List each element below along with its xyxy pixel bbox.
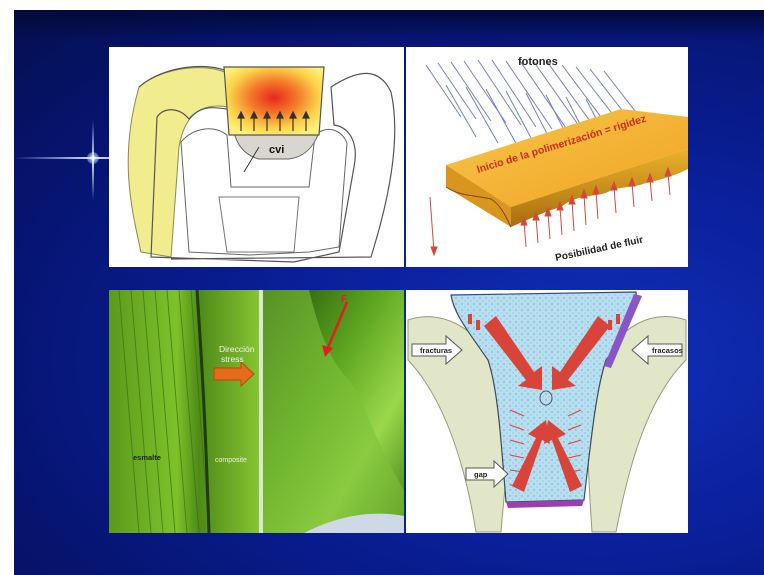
- tooth-diagram-panel: cvi: [109, 47, 404, 267]
- flow-label: Posibilidad de fluir: [554, 235, 644, 264]
- direction-label: Dirección: [219, 344, 255, 354]
- fracasos-label: fracasos: [652, 346, 683, 355]
- stress-diagram-panel: fracturas fracasos gap: [406, 290, 688, 533]
- gap-label: gap: [474, 470, 488, 479]
- composite-label: composite: [215, 457, 247, 464]
- sparkle-center: [87, 152, 99, 164]
- fracturas-label: fracturas: [420, 346, 452, 355]
- slide-background: cvi: [14, 10, 764, 575]
- top-shadow-band: [14, 10, 764, 40]
- micrograph-images: F Dirección stress esmalte composite: [109, 290, 404, 533]
- cvi-label: cvi: [269, 144, 284, 156]
- composite-restoration: [224, 67, 324, 135]
- photons-diagram-panel: fotones Inicio de la polimerización = ri…: [406, 47, 688, 267]
- fracture-label: F: [341, 294, 347, 305]
- micrograph-divider: [259, 290, 263, 533]
- stress-diagram: fracturas fracasos gap: [406, 290, 688, 533]
- tooth-diagram: cvi: [109, 47, 404, 267]
- enamel-left: [128, 68, 229, 257]
- photons-label: fotones: [518, 56, 558, 68]
- micrograph-panel: F Dirección stress esmalte composite: [109, 290, 404, 533]
- photons-diagram: fotones Inicio de la polimerización = ri…: [406, 47, 688, 267]
- pulp-outline: [219, 197, 299, 252]
- stress-label: stress: [221, 354, 244, 364]
- enamel-label: esmalte: [133, 453, 161, 462]
